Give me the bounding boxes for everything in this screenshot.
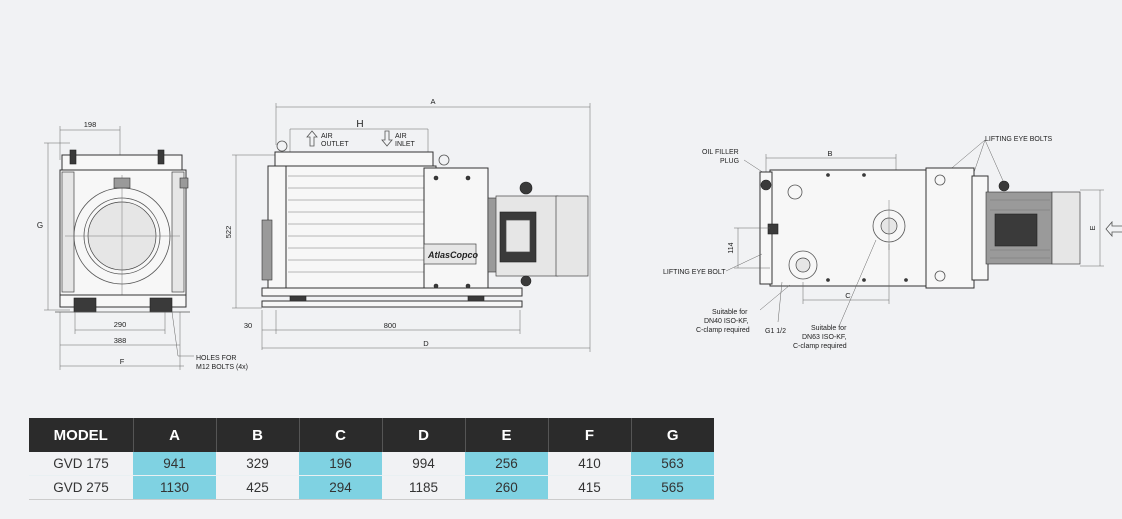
holes-label-line2: M12 BOLTS (4x)	[196, 364, 248, 371]
cell-b: 329	[216, 452, 299, 476]
dim-d-label: D	[423, 339, 429, 348]
oil-filler-line2: PLUG	[720, 158, 739, 165]
top-view: OIL FILLER PLUG B LIFTING EYE BOLTS	[663, 136, 1122, 350]
cell-a: 1130	[133, 475, 216, 500]
dim-g-label: G	[37, 221, 43, 230]
header-g: G	[631, 418, 714, 452]
cell-f: 415	[548, 475, 631, 500]
air-inlet-line2: INLET	[395, 141, 416, 148]
header-f: F	[548, 418, 632, 452]
oil-filler-line1: OIL FILLER	[702, 149, 739, 156]
front-view: 198 G 290 388 F	[37, 120, 248, 371]
dim-30-label: 30	[244, 321, 252, 330]
header-a: A	[133, 418, 217, 452]
header-d: D	[382, 418, 466, 452]
dn63-note-line1: Suitable for	[811, 325, 847, 332]
air-outlet-line2: OUTLET	[321, 141, 349, 148]
cell-g: 565	[631, 475, 714, 500]
header-model: MODEL	[29, 418, 134, 452]
dim-c-label: C	[845, 291, 851, 300]
cell-a: 941	[133, 452, 216, 476]
dim-f-label: F	[120, 357, 125, 366]
dn40-note-line2: DN40 ISO-KF,	[704, 318, 748, 325]
header-c: C	[299, 418, 383, 452]
cell-c: 196	[299, 452, 382, 476]
dn40-note-line1: Suitable for	[712, 309, 748, 316]
cell-model: GVD 175	[29, 452, 133, 476]
g112-label: G1 1/2	[765, 328, 786, 335]
cell-g: 563	[631, 452, 714, 476]
dim-a-label: A	[430, 97, 435, 106]
lifting-eye-bolt-label: LIFTING EYE BOLT	[663, 269, 726, 276]
dim-b-label: B	[827, 149, 832, 158]
cell-b: 425	[216, 475, 299, 500]
technical-drawing: 198 G 290 388 F	[37, 97, 1122, 371]
cell-d: 994	[382, 452, 465, 476]
side-view: A H AIR OUTLET AIR INLET 522	[224, 97, 591, 352]
dimensions-table: MODEL A B C D E F G GVD 175 941 329 196 …	[29, 418, 714, 500]
dn63-note-line2: DN63 ISO-KF,	[802, 334, 846, 341]
dn40-note-line3: C-clamp required	[696, 327, 750, 334]
cell-e: 260	[465, 475, 548, 500]
dim-e-label: E	[1088, 225, 1097, 230]
dim-800-label: 800	[384, 321, 397, 330]
holes-label-line1: HOLES FOR	[196, 355, 236, 362]
dim-198-label: 198	[84, 120, 97, 129]
dim-114-label: 114	[728, 242, 735, 253]
table-row: GVD 275 1130 425 294 1185 260 415 565	[29, 475, 714, 500]
cell-f: 410	[548, 452, 631, 476]
cell-model: GVD 275	[29, 475, 133, 500]
dim-388-label: 388	[114, 336, 127, 345]
lifting-eye-bolts-label: LIFTING EYE BOLTS	[985, 136, 1052, 143]
air-outlet-line1: AIR	[321, 133, 333, 140]
cell-e: 256	[465, 452, 548, 476]
air-inlet-line1: AIR	[395, 133, 407, 140]
dim-h-label: H	[356, 119, 363, 130]
brand-logo-text: AtlasCopco	[427, 250, 479, 260]
table-row: GVD 175 941 329 196 994 256 410 563	[29, 452, 714, 476]
cell-c: 294	[299, 475, 382, 500]
dim-290-label: 290	[114, 320, 127, 329]
header-e: E	[465, 418, 549, 452]
dn63-note-line3: C-clamp required	[793, 343, 847, 350]
table-header-row: MODEL A B C D E F G	[29, 418, 714, 452]
header-b: B	[216, 418, 300, 452]
dim-522-label: 522	[224, 226, 233, 239]
cell-d: 1185	[382, 475, 465, 500]
